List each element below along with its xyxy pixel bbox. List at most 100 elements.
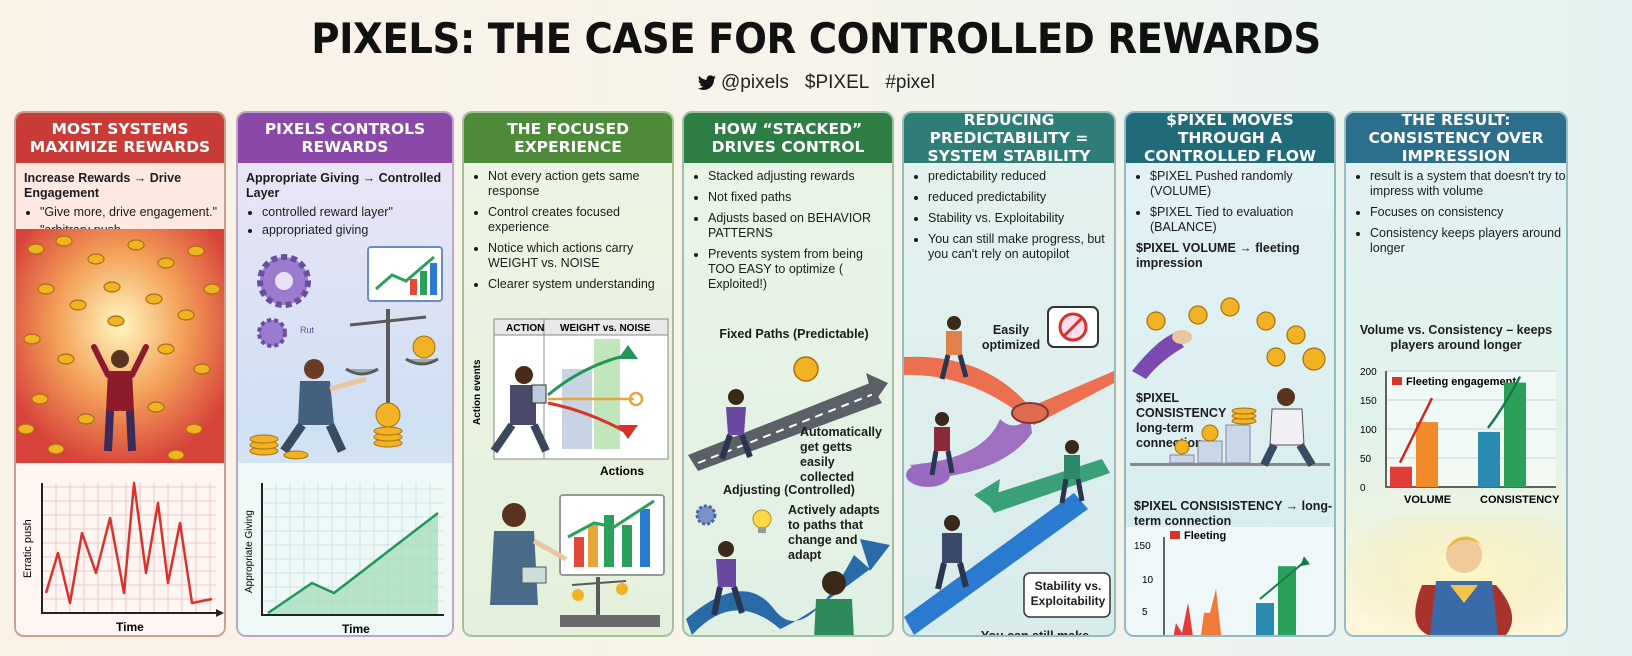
- superhero-figure: [1415, 536, 1513, 635]
- bullet-block: $PIXEL Pushed randomly (VOLUME) $PIXEL T…: [1126, 163, 1334, 271]
- page-title: PIXELS: THE CASE FOR CONTROLLED REWARDS: [311, 14, 1321, 63]
- bottom-label: You can still make progress, but you can…: [980, 629, 1090, 637]
- legend-label: Fleeting: [1184, 530, 1226, 542]
- presenter-illustration: [490, 494, 665, 627]
- bullet-block: result is a system that doesn't try to i…: [1346, 163, 1566, 256]
- coin-icon: [55, 235, 73, 247]
- panel-focused-experience: THE FOCUSED EXPERIENCE Not every action …: [462, 111, 674, 637]
- y-tick-label: 150: [1134, 541, 1151, 552]
- coin-icon: [1188, 305, 1208, 325]
- adapt-label: Actively adapts to paths that change and…: [788, 503, 880, 562]
- bullet-block: Not every action gets same response Cont…: [464, 163, 672, 292]
- coin-icon: [87, 253, 105, 265]
- bullet-item: $PIXEL Tied to evaluation (BALANCE): [1150, 205, 1334, 235]
- easily-optimized-label: Easily optimized: [981, 323, 1041, 352]
- bullet-item: appropriated giving: [262, 223, 452, 238]
- y-tick-label: 5: [1142, 607, 1148, 618]
- stacking-coins-illustration: [1130, 388, 1330, 468]
- panel-title: HOW “STACKED” DRIVES CONTROL: [684, 113, 892, 163]
- social-tags: @pixels $PIXEL #pixel: [0, 72, 1632, 94]
- stability-label: Stability vs. Exploitability: [1030, 579, 1106, 608]
- volume-line: $PIXEL VOLUME → fleeting impression: [1136, 241, 1300, 270]
- appropriate-giving-chart: Appropriate Giving Time: [238, 463, 452, 635]
- fixed-paths-label: Fixed Paths (Predictable): [719, 327, 869, 341]
- bullet-item: Not fixed paths: [708, 190, 892, 205]
- coin-icon: [17, 423, 35, 435]
- y-tick-label: 50: [1360, 454, 1372, 465]
- panel-title: MOST SYSTEMS MAXIMIZE REWARDS: [16, 113, 224, 163]
- panel-stacked-control: HOW “STACKED” DRIVES CONTROL Stacked adj…: [682, 111, 894, 637]
- panel-title: REDUCING PREDICTABILITY = SYSTEM STABILI…: [904, 113, 1114, 165]
- adaptive-path-illustration: [686, 504, 890, 635]
- y-axis-label: Action events: [472, 359, 483, 425]
- x-axis-label: Actions: [600, 464, 644, 478]
- panel-most-systems: MOST SYSTEMS MAXIMIZE REWARDS Increase R…: [14, 111, 226, 637]
- coin-icon: [37, 283, 55, 295]
- bullet-block: Increase Rewards → Drive Engagement "Giv…: [16, 171, 224, 237]
- bullet-item: Control creates focused experience: [488, 205, 672, 235]
- panel-title: $PIXEL MOVES THROUGH A CONTROLLED FLOW: [1126, 113, 1334, 165]
- person-figure: [929, 412, 955, 476]
- y-axis-label: Erratic push: [22, 519, 34, 578]
- bullet-item: result is a system that doesn't try to i…: [1370, 169, 1566, 199]
- bullet-item: You can still make progress, but you can…: [928, 232, 1114, 262]
- bullet-item: Stability vs. Exploitability: [928, 211, 1114, 226]
- chart-bar: [1390, 466, 1412, 487]
- gear-icon: [257, 318, 287, 348]
- bullet-item: "Give more, drive engagement.": [40, 205, 224, 220]
- coin-toss-illustration: [1132, 297, 1326, 379]
- consisiency-line: $PIXEL CONSISISTENCY → long-term connect…: [1134, 499, 1333, 528]
- coin-icon: [47, 443, 65, 455]
- coin-icon: [177, 309, 195, 321]
- gear-icon: [695, 504, 717, 526]
- balance-scale-illustration: Rut: [249, 246, 443, 460]
- coin-shower-illustration: [16, 229, 224, 469]
- chart-bar-volume-spike: [1173, 602, 1193, 635]
- adjusting-label: Adjusting (Controlled): [723, 483, 855, 497]
- coin-icon: [157, 343, 175, 355]
- coin-stacks: [249, 402, 403, 460]
- coin-icon: [185, 423, 203, 435]
- person-figure: [939, 316, 969, 380]
- legend-swatch: [1392, 377, 1402, 385]
- trend-arrow-icon: [1300, 556, 1310, 567]
- coin-icon: [157, 257, 175, 269]
- coin-icon: [27, 243, 45, 255]
- weight-noise-table: ACTION WEIGHT vs. NOISE Action events Ac…: [472, 318, 669, 478]
- hashtag-text[interactable]: #pixel: [885, 72, 935, 93]
- bullet-item: Consistency keeps players around longer: [1370, 226, 1566, 256]
- coin-icon: [127, 239, 145, 251]
- chart-bar: [1478, 431, 1500, 487]
- coin-icon: [147, 401, 165, 413]
- coin-icon: [103, 281, 121, 293]
- coin-icon: [107, 315, 125, 327]
- ticker-text: $PIXEL: [804, 72, 870, 93]
- coin-icon: [193, 363, 211, 375]
- bullet-block: Appropriate Giving → Controlled Layer co…: [238, 171, 452, 237]
- chart-bar: [1504, 382, 1526, 487]
- coin-icon: [23, 333, 41, 345]
- gear-label: Rut: [300, 325, 315, 335]
- twitter-handle[interactable]: @pixels: [697, 72, 789, 94]
- person-figure: [490, 503, 568, 605]
- person-figure: [719, 389, 753, 460]
- bullet-item: Prevents system from being TOO EASY to o…: [708, 247, 892, 292]
- lead-text: Increase Rewards → Drive Engagement: [24, 171, 182, 200]
- chart-bar-consistency: [1278, 566, 1296, 635]
- twitter-bird-icon: [697, 75, 716, 90]
- bullet-item: Adjusts based on BEHAVIOR PATTERNS: [708, 211, 892, 241]
- coin-icon: [77, 413, 95, 425]
- down-arrow-icon: [618, 425, 638, 439]
- coin-icon: [1266, 347, 1286, 367]
- coin-icon: [1146, 311, 1166, 331]
- bullet-item: $PIXEL Pushed randomly (VOLUME): [1150, 169, 1334, 199]
- coin-icon: [1286, 325, 1306, 345]
- hero-illustration: [1346, 515, 1566, 635]
- person-figure: [711, 541, 745, 616]
- coin-icon: [167, 449, 185, 461]
- bullet-item: Focuses on consistency: [1370, 205, 1566, 220]
- no-entry-icon: [1047, 306, 1099, 348]
- panel-title: PIXELS CONTROLS REWARDS: [238, 113, 452, 163]
